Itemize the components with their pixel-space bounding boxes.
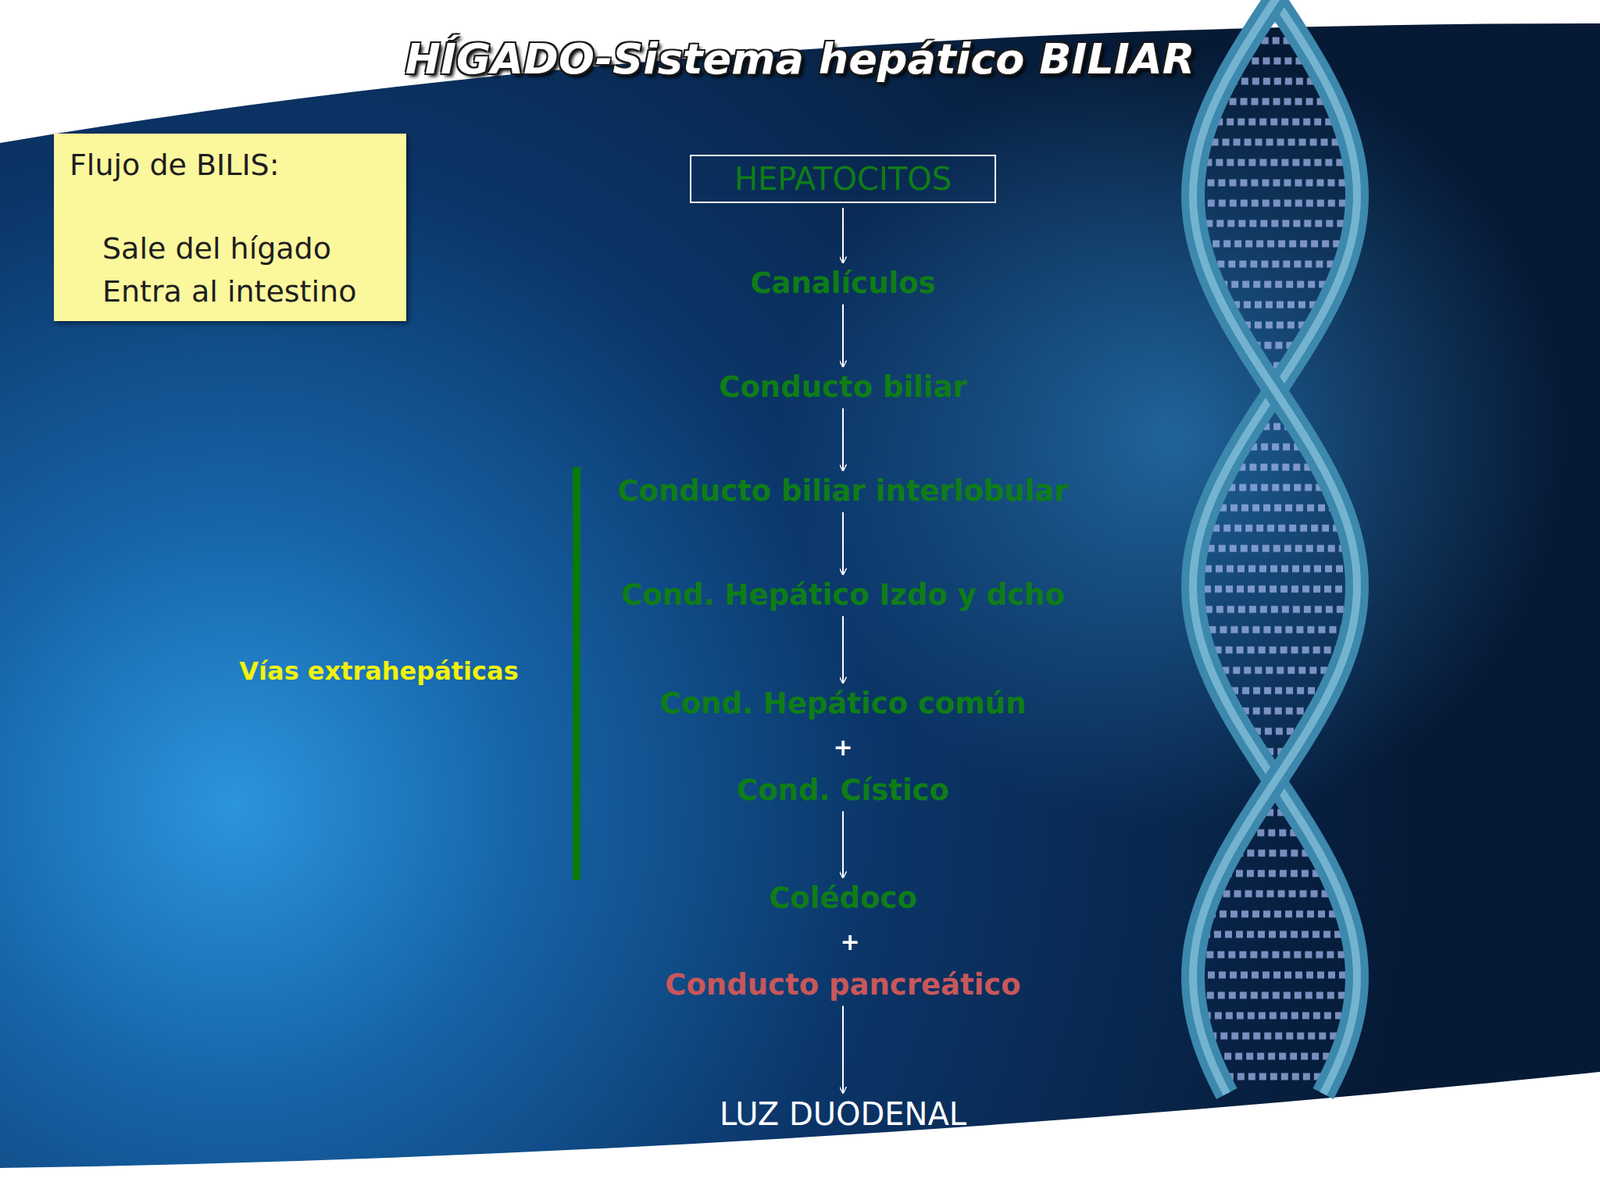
helix-rung <box>1193 565 1357 573</box>
helix-rung <box>1209 1053 1341 1061</box>
flow-step: Conducto biliar interlobular <box>617 474 1068 508</box>
dna-helix <box>1192 0 1358 1094</box>
node-heading: Cond. Cístico <box>736 773 950 808</box>
node-text: Sale del hígado <box>102 227 394 271</box>
helix-rung <box>1197 626 1352 634</box>
helix-rung <box>1192 200 1358 208</box>
node-heading: Conducto biliar interlobular <box>617 474 1068 508</box>
slide-title: HÍGADO-Sistema hepático BILIAR <box>0 34 1600 84</box>
helix-rung <box>1197 931 1353 939</box>
helix-rung <box>1193 179 1358 187</box>
flow-arrow <box>842 408 844 472</box>
helix-rung <box>1225 78 1325 86</box>
node-heading: Conducto pancreático <box>664 967 1021 1002</box>
node-heading: Cond. Hepático Izdo y dcho <box>621 578 1065 612</box>
helix-rung <box>1210 667 1339 675</box>
helix-rung <box>1222 301 1328 309</box>
plus-sign: + <box>839 928 860 956</box>
flow-step: Conducto biliar <box>718 370 967 404</box>
node-text: Entra al intestino <box>102 270 394 314</box>
helix-rung <box>1203 910 1347 918</box>
helix-rung <box>1207 118 1343 126</box>
note-box: Flujo de BILIS: Sale del hígadoEntra al i… <box>53 133 407 322</box>
helix-rung <box>1213 281 1337 289</box>
bracket-label: Vías extrahepáticas <box>239 656 518 686</box>
node-heading: LUZ DUODENAL <box>719 1096 967 1133</box>
plus-sign: + <box>832 733 853 761</box>
helix-rung <box>1208 504 1342 512</box>
helix-strand-highlight <box>1192 0 1358 1094</box>
flow-step: Colédoco <box>768 881 918 915</box>
helix-rung <box>1220 687 1330 695</box>
flow-step: Conducto pancreático <box>664 967 1021 1002</box>
helix-rung <box>1210 890 1340 898</box>
flow-arrow <box>842 512 844 575</box>
helix-rung <box>1214 98 1335 106</box>
helix-rung <box>1205 260 1346 268</box>
flow-arrow <box>842 207 844 264</box>
helix-rung <box>1196 159 1355 167</box>
helix-rung <box>1193 992 1357 1000</box>
bracket-bar <box>572 467 581 880</box>
node-heading: Colédoco <box>768 881 918 915</box>
helix-rung <box>1217 484 1333 492</box>
node-heading: Canalículos <box>750 266 936 300</box>
helix-rung <box>1195 220 1356 228</box>
node-heading: Conducto biliar <box>718 370 967 404</box>
node-heading: Cond. Hepático común <box>659 686 1026 721</box>
helix-rung <box>1217 1073 1333 1081</box>
helix-rung <box>1192 585 1358 593</box>
flow-arrow <box>842 304 844 368</box>
flow-step: Cond. Hepático común <box>659 686 1026 721</box>
helix-rung <box>1194 951 1357 959</box>
helix-rung <box>1219 870 1331 878</box>
flow-arrow <box>842 616 844 684</box>
node-heading: Flujo de BILIS: <box>69 146 394 184</box>
helix-strand <box>1192 0 1358 1094</box>
node-heading: HEPATOCITOS <box>691 160 995 197</box>
helix-rung <box>1196 1012 1354 1020</box>
helix-rung <box>1201 525 1349 533</box>
helix-rung <box>1200 139 1350 147</box>
flow-arrow <box>842 811 844 879</box>
flow-step: Canalículos <box>750 266 936 300</box>
helix-rung <box>1203 646 1347 654</box>
helix-rung <box>1199 240 1351 248</box>
flow-arrow <box>842 1006 844 1094</box>
helix-rung <box>1192 971 1358 979</box>
flow-step: LUZ DUODENAL <box>719 1096 967 1133</box>
helix-strand <box>1192 0 1358 1094</box>
helix-rung <box>1196 545 1354 553</box>
helix-rung <box>1202 1032 1349 1040</box>
flow-step: Cond. Hepático Izdo y dcho <box>621 578 1065 612</box>
process-box: HEPATOCITOS <box>689 154 997 204</box>
flow-step: Cond. Cístico <box>736 773 950 808</box>
helix-strand-highlight <box>1192 0 1358 1094</box>
helix-rung <box>1194 606 1356 614</box>
